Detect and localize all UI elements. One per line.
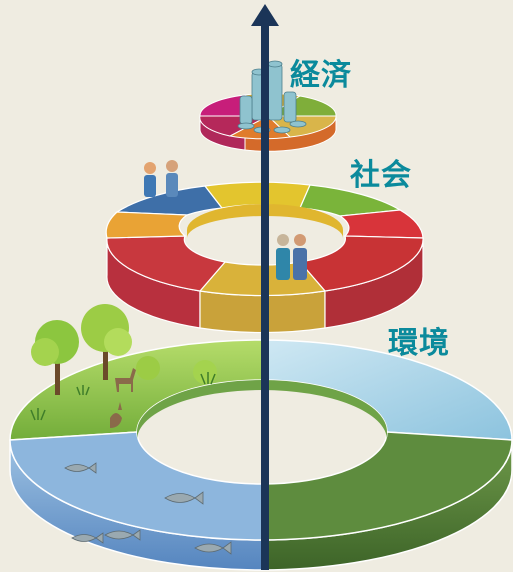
society-segment-green [299, 184, 402, 217]
growth-arrow [251, 4, 279, 570]
society-label: 社会 [350, 158, 412, 193]
society-inner-wall [187, 204, 343, 238]
society-segment-red-left [106, 235, 227, 292]
tree-icon [31, 304, 217, 395]
fish-icon [64, 462, 232, 555]
environment-inner-wall [137, 380, 387, 440]
environment-ring [9, 304, 513, 571]
society-segment-red-right [338, 209, 424, 239]
society-segment-crimson [298, 235, 424, 292]
arrow-head-icon [251, 4, 279, 26]
society-segment-orange [105, 211, 189, 239]
economy-label: 経済 [290, 58, 352, 93]
environment-label: 環境 [388, 326, 450, 361]
environment-forest-top [261, 431, 513, 541]
grass-icon [30, 372, 216, 421]
deer-icon [115, 368, 136, 392]
rabbit-icon [110, 402, 122, 428]
people-icon [144, 160, 307, 280]
society-segment-blue [115, 185, 224, 216]
environment-water-top [9, 431, 263, 541]
